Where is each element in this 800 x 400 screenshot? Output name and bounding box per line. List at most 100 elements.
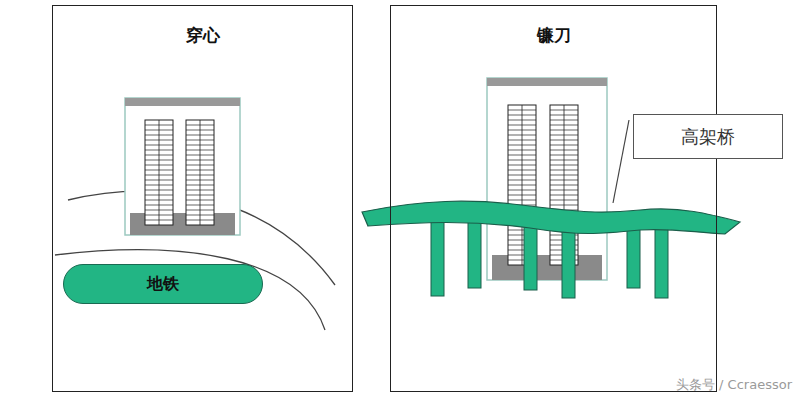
drawing-stroke xyxy=(508,195,536,196)
drawing-stroke xyxy=(550,145,578,146)
drawing-stroke xyxy=(145,150,173,151)
drawing-stroke xyxy=(508,155,536,156)
drawing-stroke xyxy=(186,165,214,166)
drawing-stroke xyxy=(145,210,173,211)
drawing-stroke xyxy=(508,130,536,131)
drawing-stroke xyxy=(550,150,578,151)
drawing-stroke xyxy=(186,160,214,161)
drawing-stroke xyxy=(200,120,201,225)
drawing-stroke xyxy=(550,170,578,171)
drawing-stroke xyxy=(145,190,173,191)
drawing-stroke xyxy=(145,135,173,136)
drawing-stroke xyxy=(145,215,173,216)
drawing-stroke xyxy=(186,205,214,206)
subway-pill: 地铁 xyxy=(63,264,263,304)
drawing-stroke xyxy=(186,150,214,151)
drawing-stroke xyxy=(145,155,173,156)
drawing-stroke xyxy=(550,135,578,136)
drawing-stroke xyxy=(186,175,214,176)
drawing-stroke xyxy=(186,170,214,171)
drawing-stroke xyxy=(145,200,173,201)
drawing-stroke xyxy=(186,210,214,211)
drawing-stroke xyxy=(145,165,173,166)
drawing-stroke xyxy=(468,222,481,288)
drawing-stroke xyxy=(186,220,214,221)
drawing-stroke xyxy=(508,145,536,146)
drawing-stroke xyxy=(550,110,578,111)
drawing-stroke xyxy=(550,165,578,166)
drawing-stroke xyxy=(508,125,536,126)
drawing-stroke xyxy=(508,110,536,111)
drawing-stroke xyxy=(508,190,536,191)
drawing-stroke xyxy=(508,135,536,136)
drawing-stroke xyxy=(655,228,668,298)
drawing-stroke xyxy=(431,222,444,296)
drawing-stroke xyxy=(186,135,214,136)
drawing-stroke xyxy=(487,78,607,86)
drawing-stroke xyxy=(186,125,214,126)
drawing-stroke xyxy=(627,226,640,288)
drawing-stroke xyxy=(550,160,578,161)
drawing-stroke xyxy=(550,120,578,121)
drawing-stroke xyxy=(562,226,575,298)
drawing-stroke xyxy=(145,125,173,126)
drawing-stroke xyxy=(186,130,214,131)
drawing-stroke xyxy=(186,180,214,181)
drawing-stroke xyxy=(125,98,240,235)
leader-line xyxy=(613,120,629,203)
drawing-stroke xyxy=(145,130,173,131)
drawing-stroke xyxy=(550,125,578,126)
building xyxy=(125,98,240,235)
drawing-stroke xyxy=(550,185,578,186)
drawing-stroke xyxy=(550,130,578,131)
drawing-stroke xyxy=(125,98,240,106)
panel-box: 穿心地铁 xyxy=(52,5,353,392)
drawing-stroke xyxy=(550,180,578,181)
building xyxy=(487,78,607,280)
drawing-stroke xyxy=(508,165,536,166)
drawing-stroke xyxy=(186,120,214,225)
drawing-stroke xyxy=(550,195,578,196)
drawing-stroke xyxy=(145,195,173,196)
drawing-stroke xyxy=(145,160,173,161)
drawing-stroke xyxy=(186,155,214,156)
drawing-stroke xyxy=(186,195,214,196)
node-text: 高架桥 xyxy=(681,125,735,149)
drawing-stroke xyxy=(550,175,578,176)
drawing-stroke xyxy=(550,205,578,206)
node-text: 地铁 xyxy=(147,274,179,295)
drawing-stroke xyxy=(186,145,214,146)
callout-box: 高架桥 xyxy=(633,114,783,159)
drawing-stroke xyxy=(145,180,173,181)
drawing-stroke xyxy=(186,215,214,216)
drawing-stroke xyxy=(550,200,578,201)
bridge-pillars xyxy=(431,222,668,298)
drawing-stroke xyxy=(186,185,214,186)
drawing-stroke xyxy=(145,120,173,225)
drawing-stroke xyxy=(508,160,536,161)
panel-title: 穿心 xyxy=(53,24,352,47)
drawing-stroke xyxy=(186,190,214,191)
drawing-stroke xyxy=(186,140,214,141)
drawing-stroke xyxy=(550,140,578,141)
drawing-stroke xyxy=(508,140,536,141)
window-grid xyxy=(145,105,578,265)
drawing-stroke xyxy=(508,180,536,181)
drawing-stroke xyxy=(508,170,536,171)
drawing-stroke xyxy=(508,120,536,121)
drawing-stroke xyxy=(508,175,536,176)
panel-title: 镰刀 xyxy=(391,24,716,47)
drawing-stroke xyxy=(145,145,173,146)
watermark: 头条号 / Ccraessor xyxy=(676,376,792,394)
drawing-stroke xyxy=(550,190,578,191)
drawing-stroke xyxy=(524,224,537,290)
drawing-stroke xyxy=(186,200,214,201)
drawing-stroke xyxy=(145,185,173,186)
drawing-stroke xyxy=(145,175,173,176)
drawing-stroke xyxy=(508,150,536,151)
drawing-stroke xyxy=(145,220,173,221)
track-line xyxy=(55,250,325,330)
drawing-stroke xyxy=(508,115,536,116)
